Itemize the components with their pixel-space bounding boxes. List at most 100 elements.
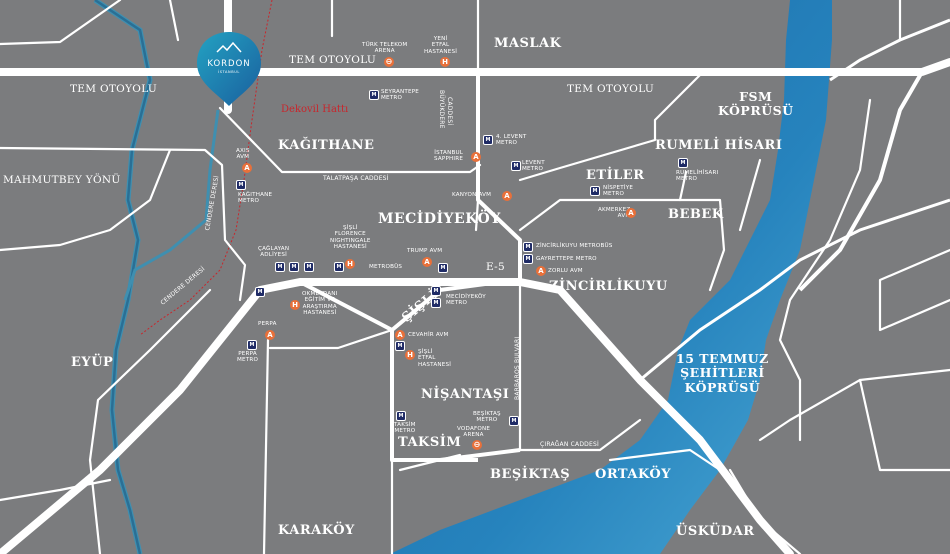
avm-icon[interactable]: A [265, 330, 275, 340]
district-taksim: TAKSİM [398, 435, 462, 450]
metro-icon[interactable]: M [438, 263, 448, 273]
district-zincirlikuyu: ZİNCİRLİKUYU [549, 279, 668, 294]
metro-icon[interactable]: M [247, 340, 257, 350]
road-sec-21 [758, 368, 950, 442]
road-label-tem-top: TEM OTOYOLU [289, 54, 377, 66]
district-karakoy: KARAKÖY [278, 523, 355, 538]
street-buyukdere-1: BÜYÜKDERE [438, 90, 445, 129]
poi-okmeydani-hastanesi[interactable]: OKMEYDANI EĞİTİM VE ARAŞTIRMA HASTANESİ [302, 291, 338, 317]
metro-icon[interactable]: M [395, 341, 405, 351]
metro-icon[interactable]: M [511, 161, 521, 171]
district-rumeli-hisari: RUMELİ HİSARI [655, 138, 783, 153]
avm-icon[interactable]: A [471, 152, 481, 162]
road-sec-25 [608, 448, 722, 472]
hospital-icon[interactable]: H [345, 259, 355, 269]
district-kagithane: KAĞITHANE [278, 138, 375, 153]
poi-axis-avm[interactable]: AXIS AVM [236, 148, 250, 161]
metro-icon[interactable]: M [431, 298, 441, 308]
avm-icon[interactable]: A [626, 208, 636, 218]
road-label-tem-left: TEM OTOYOLU [70, 83, 158, 95]
metro-icon[interactable]: M [236, 180, 246, 190]
street-ciragan: ÇIRAĞAN CADDESİ [540, 441, 599, 448]
poi-sisli-florence-hastanesi[interactable]: ŞİŞLİ FLORENCE NIGHTINGALE HASTANESİ [330, 225, 371, 251]
metro-icon[interactable]: M [304, 262, 314, 272]
road-sec-14 [262, 338, 270, 554]
poi-zorlu-avm[interactable]: ZORLU AVM [548, 268, 583, 274]
street-buyukdere-2-wrap: CADDESİ [446, 97, 453, 125]
avm-icon[interactable]: A [502, 191, 512, 201]
hospital-icon[interactable]: H [440, 57, 450, 67]
poi-caglayan-adliyesi[interactable]: ÇAĞLAYAN ADLİYESİ [258, 246, 290, 259]
poi-rumelihisari-metro[interactable]: RUMELİHİSARI METRO [676, 170, 719, 183]
avm-icon[interactable]: A [242, 163, 252, 173]
avm-icon[interactable]: A [422, 257, 432, 267]
metro-icon[interactable]: M [275, 262, 285, 272]
road-sec-24 [728, 468, 802, 554]
metro-icon[interactable]: M [431, 286, 441, 296]
poi-vodafone-arena[interactable]: VODAFONE ARENA [457, 426, 491, 439]
hospital-icon[interactable]: H [290, 300, 300, 310]
road-sec-7 [518, 73, 702, 182]
buyukdere-road [476, 72, 522, 282]
location-pin-icon [197, 32, 261, 106]
metro-icon[interactable]: M [483, 135, 493, 145]
road-sec-3 [168, 0, 180, 42]
tem-east-down [798, 70, 924, 292]
metro-icon[interactable]: M [678, 158, 688, 168]
poi-gayrettepe-metro[interactable]: GAYRETTEPE METRO [536, 256, 597, 262]
besiktas-link [439, 448, 521, 462]
metro-icon[interactable]: M [289, 262, 299, 272]
poi-zincirlikuyu-metrobus[interactable]: ZİNCİRLİKUYU METROBÜS [536, 243, 613, 249]
road-sec-16 [0, 148, 172, 252]
metro-icon[interactable]: M [334, 262, 344, 272]
district-besiktas: BEŞİKTAŞ [490, 467, 571, 482]
metro-icon[interactable]: M [255, 287, 265, 297]
poi-4-levent-metro[interactable]: 4. LEVENT METRO [496, 134, 527, 147]
poi-sisli-etfal[interactable]: ŞİŞLİ ETFAL HASTANESİ [418, 349, 452, 368]
rail-label-dekovil: Dekovil Hattı [281, 104, 349, 115]
hospital-icon[interactable]: H [405, 350, 415, 360]
poi-istanbul-sapphire[interactable]: İSTANBUL SAPPHIRE [434, 150, 464, 163]
street-talatpasa: TALATPAŞA CADDESİ [323, 175, 389, 182]
road-sec-4 [218, 106, 482, 174]
district-eyup: EYÜP [71, 355, 114, 370]
road-sec-23 [0, 478, 112, 502]
poi-perpa[interactable]: PERPA [258, 321, 277, 327]
road-sec-19 [778, 98, 872, 442]
road-sec-13 [268, 328, 394, 350]
metro-icon[interactable]: M [590, 186, 600, 196]
road-sec-15 [88, 288, 212, 554]
poi-nispetiye-metro[interactable]: NİSPETİYE METRO [603, 185, 634, 198]
metro-icon[interactable]: M [369, 90, 379, 100]
sisli-road [299, 280, 501, 332]
district-uskudar: ÜSKÜDAR [676, 524, 755, 539]
poi-turk-telekom-arena[interactable]: TÜRK TELEKOM ARENA [362, 42, 408, 55]
stadium-icon[interactable]: ⊖ [384, 57, 394, 67]
metro-icon[interactable]: M [396, 411, 406, 421]
logo-subtitle: İSTANBUL [218, 70, 240, 74]
road-label-e5: E-5 [486, 261, 505, 273]
poi-cevahir-avm[interactable]: CEVAHİR AVM [408, 332, 449, 338]
poi-kanyon-avm[interactable]: KANYON AVM [452, 192, 492, 198]
poi-besiktas-metro[interactable]: BEŞİKTAŞ METRO [473, 411, 501, 424]
metro-icon[interactable]: M [523, 254, 533, 264]
poi-mecidiyekoy-metro[interactable]: MECİDİYEKÖY METRO [446, 294, 486, 307]
avm-icon[interactable]: A [536, 266, 546, 276]
metro-icon[interactable]: M [509, 416, 519, 426]
road-label-tem-right: TEM OTOYOLU [567, 83, 655, 95]
poi-seyrantepe-metro[interactable]: SEYRANTEPE METRO [381, 89, 420, 102]
poi-akmerkez-avm[interactable]: AKMERKEZ AVM [598, 207, 631, 220]
poi-trump-avm[interactable]: TRUMP AVM [407, 248, 443, 254]
poi-perpa-metro[interactable]: PERPA METRO [237, 351, 259, 364]
avm-icon[interactable]: A [395, 330, 405, 340]
poi-kagithane-metro[interactable]: KAĞITHANE METRO [238, 192, 273, 205]
poi-metrobus[interactable]: METROBÜS [369, 264, 403, 270]
poi-taksim-metro[interactable]: TAKSİM METRO [394, 422, 416, 435]
poi-levent-metro[interactable]: LEVENT METRO [522, 160, 545, 173]
metro-icon[interactable]: M [523, 242, 533, 252]
poi-yeni-etfal[interactable]: YENİ ETFAL HASTANESİ [424, 36, 458, 55]
stadium-icon[interactable]: ⊖ [472, 440, 482, 450]
district-bebek: BEBEK [668, 207, 724, 222]
kordon-logo[interactable]: KORDON İSTANBUL [193, 30, 265, 108]
